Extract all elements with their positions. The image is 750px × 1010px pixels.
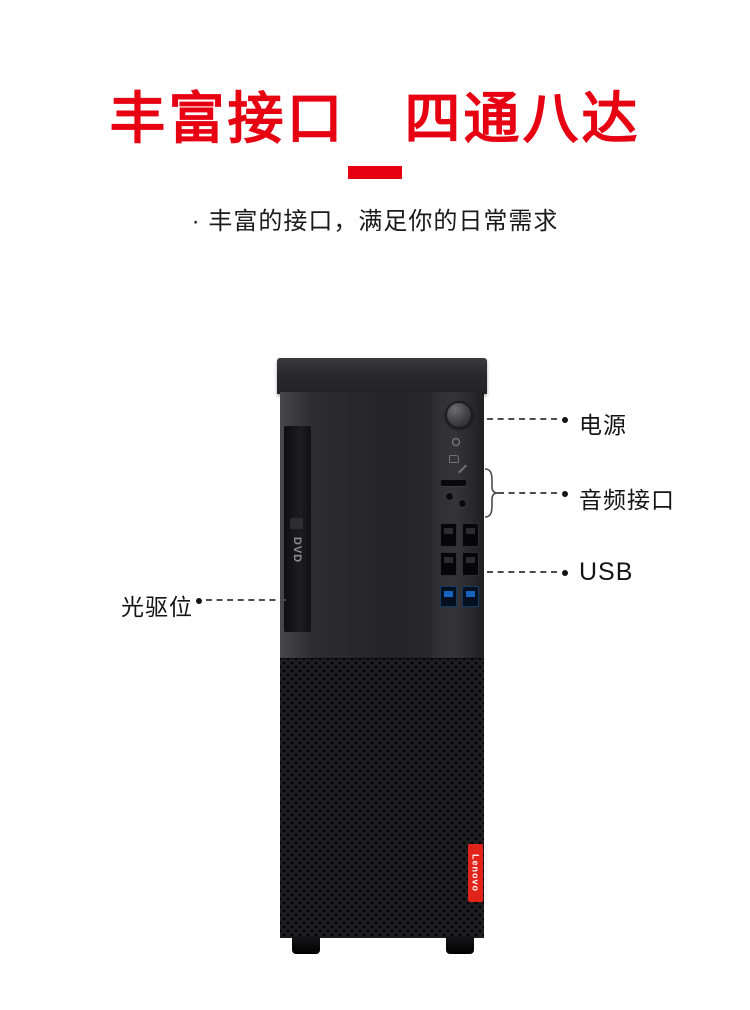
- tower-top-cap: [277, 358, 487, 394]
- usb-callout-label: USB: [579, 558, 634, 586]
- audio-callout-label: 音频接口: [579, 487, 675, 513]
- microphone-jack: [458, 499, 467, 508]
- power-callout-label: 电源: [579, 412, 627, 438]
- usb2-port: [462, 523, 479, 547]
- usb2-port: [440, 523, 457, 547]
- headphone-jack: [445, 492, 454, 501]
- usb3-port: [462, 586, 479, 607]
- page-title: 丰富接口 四通八达: [109, 87, 641, 150]
- usb2-port: [462, 552, 479, 576]
- audio-bracket-icon: [484, 468, 499, 518]
- audio-callout-dot: [562, 491, 568, 497]
- tower-foot: [292, 936, 320, 954]
- tower-foot: [446, 936, 474, 954]
- usb3-port-row: [440, 586, 479, 607]
- usb-callout-line: [487, 571, 557, 573]
- sd-card-icon: [449, 455, 459, 463]
- lenovo-logo: Lenovo: [468, 844, 483, 902]
- optical-drive-bay: DVD: [284, 426, 311, 632]
- card-reader-slot: [441, 480, 466, 486]
- page-subtitle: · 丰富的接口，满足你的日常需求: [191, 208, 559, 235]
- front-mesh-grille: [280, 658, 484, 938]
- usb2-port: [440, 552, 457, 576]
- power-callout-dot: [562, 417, 568, 423]
- title-divider: [348, 166, 402, 179]
- optical-callout-line: [206, 599, 286, 601]
- power-button: [445, 401, 473, 429]
- power-led-icon: [452, 438, 460, 446]
- audio-callout-line: [498, 492, 557, 494]
- usb-callout-dot: [562, 570, 568, 576]
- usb2-port-row: [440, 552, 479, 576]
- optical-eject-button: [290, 518, 303, 529]
- usb3-port: [440, 586, 457, 607]
- power-callout-line: [487, 418, 557, 420]
- tower-front-panel: DVD Lenovo: [280, 392, 484, 938]
- optical-callout-label: 光驱位: [121, 594, 193, 620]
- usb2-port-row: [440, 523, 479, 547]
- optical-callout-dot: [196, 598, 202, 604]
- dvd-logo: DVD: [291, 536, 303, 564]
